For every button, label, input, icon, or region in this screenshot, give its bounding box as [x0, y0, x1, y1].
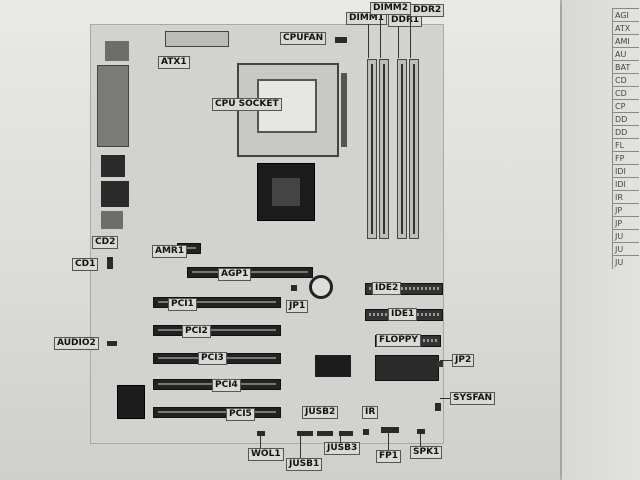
jp1-jumper	[291, 285, 297, 291]
label-ide1: IDE1	[388, 308, 418, 321]
audio2-header	[107, 341, 117, 346]
label-jp2: JP2	[452, 354, 475, 367]
adjacent-page-row: JU	[612, 242, 639, 256]
cd1-header	[107, 257, 113, 269]
adjacent-page-row: IDI	[612, 164, 639, 178]
adjacent-page-row: ATX	[612, 21, 639, 35]
leader-line-spk1	[420, 434, 421, 446]
leader-line-jusb3	[340, 436, 341, 442]
label-cpu-socket: CPU SOCKET	[212, 98, 282, 111]
label-audio2: AUDIO2	[54, 337, 99, 350]
super-io-chip	[375, 355, 439, 381]
label-ide2: IDE2	[372, 282, 402, 295]
adjacent-page-row: IDI	[612, 177, 639, 191]
manual-page: ATX1 CPUFAN DIMM1 DIMM2 DDR1 DDR2 CPU SO…	[0, 0, 560, 480]
dimm1-slot	[367, 59, 377, 239]
label-ir: IR	[362, 406, 379, 419]
adjacent-page-row: JU	[612, 229, 639, 243]
leader-line-dimm2	[380, 14, 381, 58]
label-floppy: FLOPPY	[376, 334, 421, 347]
label-pci2: PCI2	[182, 325, 211, 338]
leader-line-jp2	[440, 360, 452, 361]
cpu-socket-lever	[341, 73, 347, 147]
fp1-header	[381, 427, 399, 433]
pci5-slot	[153, 407, 281, 418]
label-sysfan: SYSFAN	[450, 392, 496, 405]
label-wol1: WOL1	[248, 448, 284, 461]
leader-line-ddr2	[410, 16, 411, 58]
ddr2-slot	[409, 59, 419, 239]
ddr1-slot	[397, 59, 407, 239]
adjacent-page-row: AMI	[612, 34, 639, 48]
io-panel-lan	[101, 181, 129, 207]
label-cd1: CD1	[72, 258, 99, 271]
label-atx1: ATX1	[158, 56, 190, 69]
leader-line-sysfan	[440, 398, 450, 399]
label-jusb1: JUSB1	[286, 458, 323, 471]
dimm2-slot	[379, 59, 389, 239]
label-pci5: PCI5	[226, 408, 255, 421]
cpufan-header	[335, 37, 347, 43]
leader-line-fp1	[388, 432, 389, 450]
label-amr1: AMR1	[152, 245, 188, 258]
label-fp1: FP1	[376, 450, 402, 463]
label-jusb2: JUSB2	[302, 406, 339, 419]
leader-line-jusb1	[300, 436, 301, 458]
spk1-header	[417, 429, 425, 434]
adjacent-page-row: JP	[612, 203, 639, 217]
adjacent-page-row: CD	[612, 73, 639, 87]
label-ddr1: DDR1	[388, 14, 423, 27]
adjacent-page-row: AGI	[612, 8, 639, 22]
adjacent-page-row: JP	[612, 216, 639, 230]
label-pci4: PCI4	[212, 379, 241, 392]
southbridge-chip	[315, 355, 351, 377]
jusb1-header	[297, 431, 313, 436]
wol1-header	[257, 431, 265, 436]
bios-chip	[117, 385, 145, 419]
adjacent-page-row: DD	[612, 125, 639, 139]
io-panel-audio	[101, 211, 123, 229]
label-pci1: PCI1	[168, 298, 197, 311]
io-panel-ps2	[105, 41, 129, 61]
adjacent-page-row: CD	[612, 86, 639, 100]
northbridge-chip	[257, 163, 315, 221]
adjacent-page-row: FP	[612, 151, 639, 165]
io-panel-usb	[101, 155, 125, 177]
adjacent-page-row: CP	[612, 99, 639, 113]
label-agp1: AGP1	[218, 268, 252, 281]
label-cpufan: CPUFAN	[280, 32, 327, 45]
label-cd2: CD2	[92, 236, 119, 249]
battery	[309, 275, 333, 299]
adjacent-page-row: BAT	[612, 60, 639, 74]
atx-power-connector	[165, 31, 229, 47]
ir-header	[363, 429, 369, 435]
adjacent-page-row: DD	[612, 112, 639, 126]
label-pci3: PCI3	[198, 352, 227, 365]
label-dimm1: DIMM1	[346, 12, 387, 25]
jp2-jumper	[437, 361, 443, 367]
label-jusb3: JUSB3	[324, 442, 361, 455]
leader-line-dimm1	[368, 24, 369, 58]
adjacent-page-row: JU	[612, 255, 639, 269]
pci2-slot	[153, 325, 281, 336]
io-panel-serial	[97, 65, 129, 147]
label-ddr2: DDR2	[410, 4, 445, 17]
adjacent-page-row: AU	[612, 47, 639, 61]
sysfan-header	[435, 403, 441, 411]
motherboard-diagram	[90, 24, 444, 444]
adjacent-page-row: FL	[612, 138, 639, 152]
jusb3-header	[339, 431, 353, 436]
adjacent-page-row: IR	[612, 190, 639, 204]
label-spk1: SPK1	[410, 446, 443, 459]
leader-line-ddr1	[398, 26, 399, 58]
jusb2-header	[317, 431, 333, 436]
leader-line-wol1	[260, 436, 261, 448]
pci1-slot	[153, 297, 281, 308]
label-jp1: JP1	[286, 300, 309, 313]
